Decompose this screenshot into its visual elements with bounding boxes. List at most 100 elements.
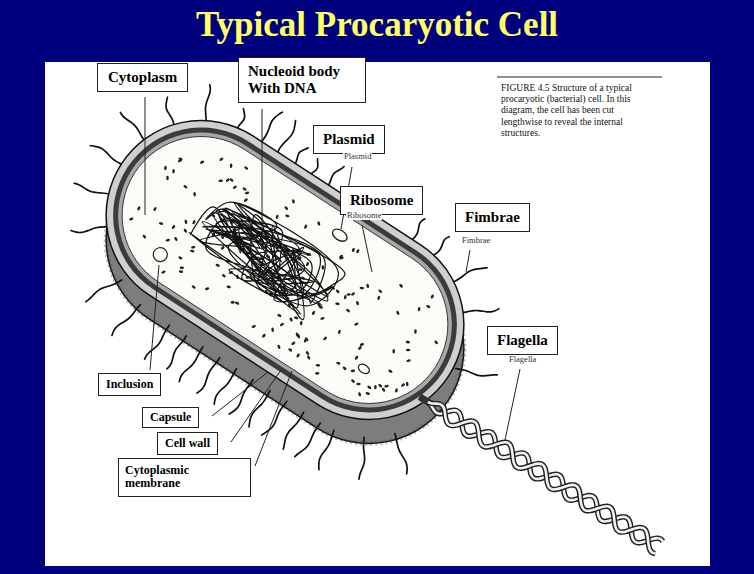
- ribosome-dot: [229, 178, 234, 183]
- ribosome-dot: [414, 329, 417, 334]
- label-box: Fimbrae: [455, 203, 530, 232]
- caption-rule: [497, 76, 662, 77]
- leader-line: [145, 97, 146, 215]
- ribosome-dot: [191, 246, 196, 249]
- ribosome-dot: [346, 293, 351, 296]
- ribosome-dot: [230, 164, 233, 169]
- ribosome-dot: [406, 359, 411, 363]
- label-box: Cytoplasmic membrane: [118, 458, 251, 497]
- ribosome-dot: [335, 289, 340, 294]
- ribosome-dot: [374, 385, 377, 390]
- ribosome-dot: [284, 206, 289, 211]
- label-text: Nucleoid body With DNA: [248, 63, 356, 97]
- ribosome-dot: [291, 341, 296, 345]
- ribosome-dot: [279, 322, 284, 327]
- ribosome-dot: [337, 329, 341, 334]
- ribosome-dot: [164, 166, 167, 171]
- ribosome-dot: [174, 236, 178, 241]
- ribosome-dot: [184, 219, 188, 224]
- ribosome-dot: [192, 220, 196, 225]
- ribosome-dot: [354, 322, 359, 326]
- ribosome-dot: [406, 382, 409, 387]
- ribosome-dot: [129, 217, 134, 221]
- label-text: Cytoplasm: [108, 69, 177, 86]
- label-text: Inclusion: [106, 378, 153, 391]
- ribosome-dot: [378, 289, 383, 294]
- label-text: Flagella: [497, 332, 548, 349]
- ribosome-dot: [178, 157, 183, 161]
- leader-line: [231, 370, 281, 442]
- ribosome-dot: [183, 184, 188, 189]
- ribosome-dot: [303, 338, 307, 343]
- fimbria: [145, 325, 170, 359]
- ribosome-dot: [316, 364, 321, 367]
- ribosome-dot: [305, 262, 310, 267]
- ribosome-dot: [367, 385, 372, 389]
- ribosome-dot: [235, 301, 240, 305]
- ribosome-dot: [339, 254, 344, 259]
- leader-line: [255, 371, 292, 466]
- ribosome-dot: [191, 285, 196, 290]
- label-text: Capsule: [150, 411, 191, 424]
- leader-line: [362, 225, 372, 272]
- ribosome-dot: [226, 285, 231, 288]
- ribosome-dot: [355, 301, 359, 306]
- ribosome-dot: [396, 310, 400, 315]
- ribosome-dot: [307, 355, 311, 360]
- ribosome-dot: [193, 192, 196, 197]
- ribosome-dot: [137, 206, 141, 211]
- ribosome-dot: [275, 214, 279, 219]
- inclusion-granule: [151, 245, 170, 264]
- leader-line: [262, 109, 263, 250]
- ribosome-dot: [219, 157, 224, 162]
- ribosome-dot: [357, 346, 362, 351]
- capsule-layer: [70, 84, 501, 456]
- ribosome-dot: [356, 249, 361, 254]
- fimbria: [249, 390, 270, 426]
- ribosome-dot: [190, 249, 195, 252]
- ribosome-dot: [356, 383, 360, 386]
- fimbria: [112, 305, 140, 336]
- leader-lines: [145, 97, 520, 466]
- ribosome-dot: [343, 295, 347, 300]
- ribosome-dot: [172, 169, 175, 174]
- plasmid-ring: [357, 362, 371, 375]
- ribosome-dot: [271, 327, 274, 332]
- figure-label: Flagella: [508, 355, 537, 364]
- cell-cut-face: [70, 84, 501, 456]
- ribosome-dot: [399, 283, 404, 288]
- ribosome-dot: [230, 301, 235, 304]
- ribosome-dot: [200, 160, 205, 164]
- slide-title: Typical Procaryotic Cell: [0, 6, 754, 45]
- ribosome-dot: [183, 228, 188, 233]
- ribosome-dot: [359, 343, 364, 347]
- label-text: Fimbrae: [465, 209, 520, 226]
- ribosome-dot: [384, 385, 389, 388]
- figure-caption: FIGURE 4.5 Structure of a typical procar…: [501, 83, 653, 139]
- label-box: Cytoplasm: [97, 63, 188, 92]
- ribosome-dot: [251, 324, 256, 328]
- ribosome-dot: [381, 387, 386, 392]
- ribosome-dot: [292, 199, 296, 204]
- flagellum: [420, 397, 663, 554]
- figure-label: Plasmid: [343, 152, 372, 161]
- ribosome-dot: [285, 214, 290, 218]
- ribosome-dot: [335, 302, 340, 305]
- label-box: Inclusion: [98, 373, 161, 396]
- ribosome-dot: [166, 176, 169, 180]
- label-text: Cell wall: [165, 437, 210, 450]
- ribosome-dot: [244, 166, 249, 171]
- ribosome-dot: [295, 332, 299, 337]
- leader-line: [212, 372, 268, 416]
- label-box: Flagella: [487, 326, 558, 355]
- label-text: Cytoplasmic membrane: [125, 464, 244, 491]
- ribosomes: [113, 128, 463, 422]
- ribosome-dot: [245, 191, 250, 195]
- ribosome-dot: [142, 234, 147, 239]
- label-box: Plasmid: [313, 125, 385, 154]
- ribosome-dot: [289, 317, 294, 322]
- ribosome-dot: [315, 372, 320, 375]
- ribosome-dot: [277, 344, 281, 349]
- ribosome-dot: [220, 245, 225, 250]
- dna-strand: [183, 185, 349, 326]
